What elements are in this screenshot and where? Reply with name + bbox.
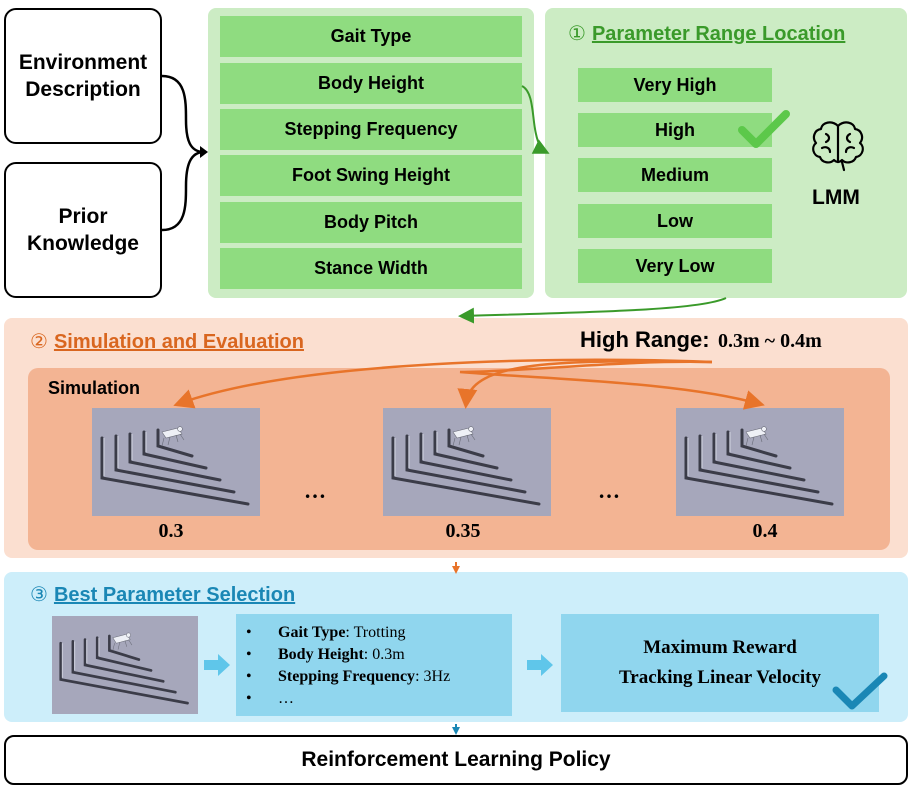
param-body-height: Body Height bbox=[220, 63, 522, 104]
simulation-image-3 bbox=[676, 408, 844, 516]
param-stance-width: Stance Width bbox=[220, 248, 522, 289]
param-body-pitch: Body Pitch bbox=[220, 202, 522, 243]
level-very-low: Very Low bbox=[578, 249, 772, 283]
simulation-image-2 bbox=[383, 408, 551, 516]
ellipsis-1: … bbox=[304, 478, 326, 503]
selection-criteria-box: Maximum Reward Tracking Linear Velocity bbox=[561, 614, 879, 712]
list-item: •Stepping Frequency: 3Hz bbox=[246, 668, 451, 685]
level-medium: Medium bbox=[578, 158, 772, 192]
best-parameter-list: •Gait Type: Trotting •Body Height: 0.3m … bbox=[236, 614, 512, 716]
range-to-simulation-arrow bbox=[458, 297, 727, 324]
simulation-image-1 bbox=[92, 408, 260, 516]
sample-label-3: 0.4 bbox=[752, 520, 778, 542]
input-brace-top bbox=[161, 74, 205, 154]
sample-label-1: 0.3 bbox=[158, 520, 184, 542]
lmm-label: LMM bbox=[812, 186, 860, 209]
param-gait-type: Gait Type bbox=[220, 16, 522, 57]
best-simulation-image bbox=[52, 616, 198, 714]
param-foot-swing-height: Foot Swing Height bbox=[220, 155, 522, 196]
param-stepping-frequency: Stepping Frequency bbox=[220, 109, 522, 150]
brain-icon bbox=[808, 118, 868, 172]
level-high: High bbox=[578, 113, 772, 147]
list-item: •Gait Type: Trotting bbox=[246, 624, 406, 641]
reinforcement-learning-policy-box: Reinforcement Learning Policy bbox=[4, 735, 908, 785]
ellipsis-2: … bbox=[598, 478, 620, 503]
level-low: Low bbox=[578, 204, 772, 238]
level-very-high: Very High bbox=[578, 68, 772, 102]
list-item: •… bbox=[246, 690, 294, 707]
input-brace-tip bbox=[200, 146, 208, 158]
simulation-label: Simulation bbox=[48, 378, 141, 398]
list-item: •Body Height: 0.3m bbox=[246, 646, 405, 663]
high-range-readout: High Range: 0.3m ~ 0.4m bbox=[580, 327, 822, 352]
sample-label-2: 0.35 bbox=[445, 520, 481, 542]
input-brace-bottom bbox=[161, 150, 205, 232]
